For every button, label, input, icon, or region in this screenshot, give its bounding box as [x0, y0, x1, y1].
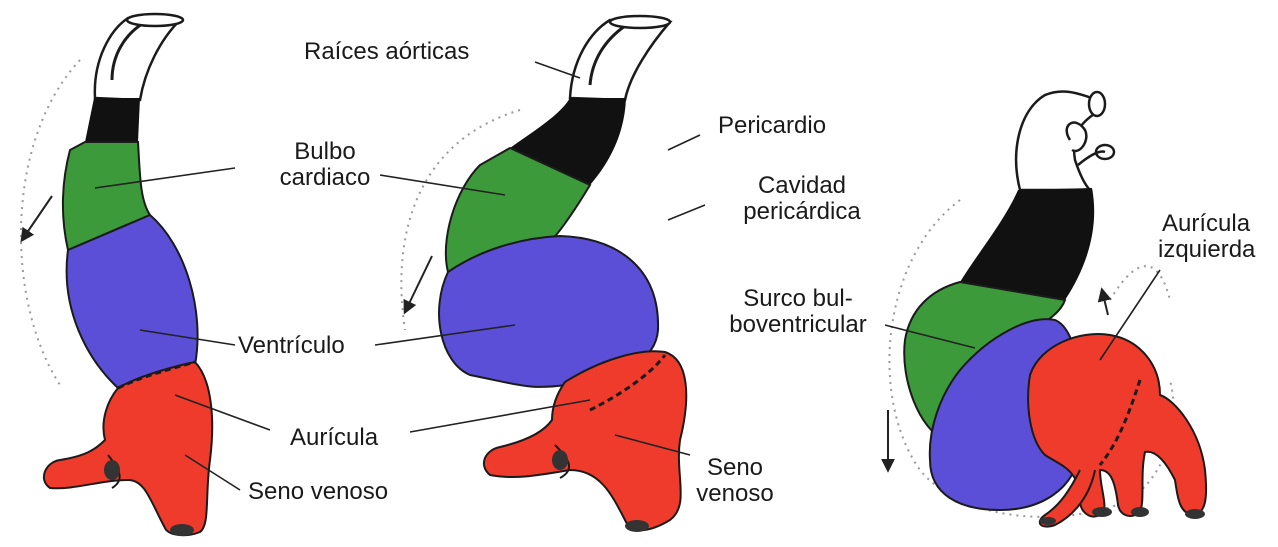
leader-cavidad	[668, 205, 705, 220]
aortic-roots-3	[1016, 92, 1100, 190]
heart-tube-stage-3	[888, 92, 1206, 527]
label-cavidad-pericardica-2: pericárdica	[722, 198, 882, 226]
vein-opening-7	[1185, 509, 1205, 519]
vein-opening-6	[1131, 507, 1149, 517]
aortic-roots-2	[570, 20, 670, 100]
leader-raices-aorticas	[535, 62, 580, 78]
vein-opening-3	[552, 450, 568, 470]
label-surco-2: boventricular	[718, 311, 878, 339]
direction-arrow-4	[1102, 290, 1108, 315]
aortic-root-opening-2	[610, 16, 670, 28]
vein-opening-5	[1092, 507, 1112, 517]
aortic-root-opening-3	[1089, 92, 1105, 116]
atrium-sinus-venosus-1	[44, 362, 212, 535]
vein-opening-4	[625, 520, 649, 532]
label-auricula-izquierda-1: Aurícula	[1162, 210, 1250, 238]
leader-pericardio	[668, 135, 700, 150]
label-auricula: Aurícula	[290, 424, 378, 452]
label-surco-1: Surco bul-	[718, 285, 878, 313]
direction-arrow-2	[405, 256, 432, 312]
pericardium-dotted-arc-4	[1110, 266, 1170, 300]
heart-tube-stage-1	[21, 14, 212, 536]
label-pericardio: Pericardio	[718, 112, 826, 140]
label-seno-venoso-left: Seno venoso	[248, 478, 388, 506]
label-ventriculo: Ventrículo	[238, 332, 345, 360]
heart-tube-stage-2	[401, 16, 686, 532]
aortic-roots-1	[95, 18, 180, 100]
truncus-segment-1	[85, 98, 140, 142]
vein-opening-2	[170, 524, 194, 536]
vein-opening-1	[104, 460, 120, 480]
label-seno-venoso-right-2: venoso	[690, 480, 780, 508]
label-bulbo-cardiaco-1: Bulbo	[270, 138, 380, 166]
direction-arrow-1	[22, 196, 52, 240]
label-bulbo-cardiaco-2: cardiaco	[270, 164, 380, 192]
label-seno-venoso-right-1: Seno	[690, 454, 780, 482]
label-auricula-izquierda-2: izquierda	[1158, 236, 1255, 264]
truncus-segment-3	[960, 188, 1094, 300]
label-raices-aorticas: Raíces aórticas	[304, 38, 469, 66]
aortic-root-opening-1	[127, 14, 183, 26]
vein-opening-8	[1040, 517, 1056, 525]
label-cavidad-pericardica-1: Cavidad	[722, 172, 882, 200]
